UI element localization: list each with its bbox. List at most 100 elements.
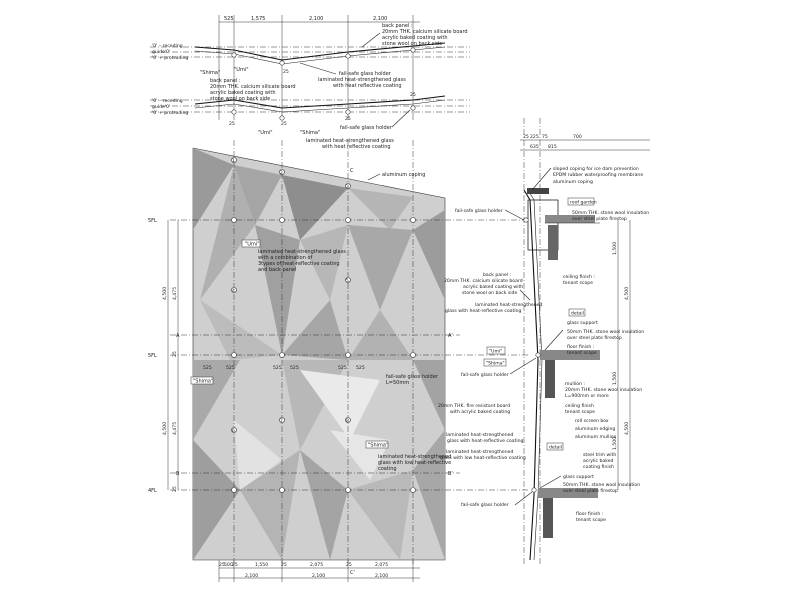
mid-dim: 525 [226, 365, 235, 371]
section-left-note: 20mm THK. fire resistant board [438, 403, 510, 409]
plan1-backpanel-note: stone wool on back side [382, 41, 442, 47]
plan1-left-backpanel-note: acrylic baked coating with [210, 90, 276, 96]
section-note: over steel plate firestop [563, 488, 618, 494]
bottom-dim: 2,100 [245, 573, 258, 579]
section-shima-tag: "Shima" [486, 361, 505, 367]
left-dim: 4,475 [172, 287, 178, 300]
section-left-note: acrylic baked coating with [463, 284, 523, 290]
section-note: glass support [563, 474, 594, 480]
section-dim: 25 [523, 134, 529, 140]
section-note: sloped coping for ice dam prevention [553, 166, 639, 172]
section-note: glass support [567, 320, 598, 326]
umi-note: with a combination of [258, 255, 313, 261]
section-note: aluminum coping [553, 179, 593, 185]
section-left-note: with acrylic baked coating [450, 409, 510, 415]
section-left-note: laminated heat-strengthened [446, 449, 513, 455]
small-dim: 25 [229, 121, 235, 127]
grid-marker: C [350, 168, 354, 174]
left-dim: 4,500 [162, 422, 168, 435]
elevation [170, 140, 530, 565]
bottom-dim: 1,550 [255, 562, 268, 568]
bottom-dim: 25 [219, 562, 225, 568]
shima-tag: "Shima" [193, 379, 213, 385]
umi-tag: "Umi" [245, 242, 260, 248]
shima-note: glass with low heat-reflective [378, 460, 451, 466]
dim-label: 2,100 [309, 16, 323, 22]
mid-dim: 525 [290, 365, 299, 371]
section-note: ceiling finish : [563, 274, 595, 280]
bottom-dim: 2,075 [310, 562, 323, 568]
section-right-dim: 1,500 [612, 242, 618, 255]
section-note: mullion : [565, 381, 585, 387]
umi-note: and back panel [258, 267, 296, 273]
node-number: 7 [280, 418, 283, 424]
node-number: 3 [346, 184, 349, 190]
section-dim: 75 [542, 134, 548, 140]
grid-marker: C' [350, 570, 355, 576]
plan2-label-receding: '0' – receding [152, 98, 183, 104]
section-right-dim: 4,500 [624, 287, 630, 300]
bottom-dim: 25 [281, 562, 287, 568]
plan1-label-protruding: '0' + protruding [152, 55, 188, 61]
section-note: 50mm THK. stone wool insulation [563, 482, 640, 488]
section-note: L=900mm or more [565, 393, 609, 399]
dim-label: 2,100 [373, 16, 387, 22]
level-5fl: 5FL [148, 353, 157, 359]
section-left-note: glass with low heat-reflective coating [440, 455, 526, 461]
plan-one: '0' – receding guide'0' '0' + protruding… [150, 23, 470, 102]
section-left-note: laminated heat-strengthened [475, 302, 542, 308]
plan1-left-backpanel-note: 20mm THK. calcium silicate board [210, 84, 296, 90]
section-note: EPDM rubber waterproofing membrane [553, 172, 643, 178]
section-note: acrylic baked [583, 458, 614, 464]
small-dim: 25 [283, 69, 289, 75]
section-note: 50mm THK. stone wool insulation [567, 329, 644, 335]
dim-label: 525 [224, 16, 234, 22]
section-right-dim: 1,500 [612, 372, 618, 385]
elevation-annotations: aluminum coping "Umi" laminated heat-str… [148, 158, 453, 576]
section-note: detail [571, 311, 584, 317]
plan2-label-protruding: '0' + protruding [152, 110, 188, 116]
mid-dim: 525 [273, 365, 282, 371]
section-dim: 700 [573, 134, 582, 140]
plan1-holder-note: fail-safe glass holder [339, 71, 392, 77]
umi-note: 3types of heat-reflective coating [258, 261, 340, 267]
section-note: roll screen box [575, 418, 609, 424]
dim-label: 1,575 [251, 16, 265, 22]
plan1-left-backpanel-note: back panel : [210, 78, 241, 84]
shima-note: laminated heat-strengthened [378, 454, 451, 460]
section-left-note: glass with heat-reflective coating [447, 438, 524, 444]
grid-marker: B' [448, 471, 453, 477]
section-note: tenant scope [576, 517, 606, 523]
plan1-backpanel-note: acrylic baked coating with [382, 35, 448, 41]
section-left-note: fail-safe glass holder [455, 208, 503, 214]
section-dim: 225 [530, 134, 539, 140]
bottom-dim: 2,100 [312, 573, 325, 579]
coping-note: aluminum coping [382, 172, 425, 178]
section-left-note: fail-safe glass holder [461, 502, 509, 508]
section: 25 225 75 700 635 815 1,500 4,500 1,500 … [520, 118, 650, 565]
bottom-dim: 2,075 [375, 562, 388, 568]
section-dim: 815 [548, 144, 557, 150]
section-right-dim: 4,500 [624, 422, 630, 435]
section-note: floor finish : [576, 511, 604, 517]
section-notes-left: fail-safe glass holder back panel : 20mm… [438, 208, 542, 508]
plan2-holder-note: fail-safe glass holder [340, 125, 393, 131]
section-notes-right: sloped coping for ice dam prevention EPD… [531, 166, 649, 523]
section-note: ceiling finish [565, 403, 594, 409]
bottom-dim: 2,100 [375, 573, 388, 579]
small-dim: 25 [410, 92, 416, 98]
node-number: 4 [232, 288, 235, 294]
section-right-dim: 1,500 [612, 437, 618, 450]
plan2-label-guide: guide'0' [152, 104, 170, 110]
plan1-glass-note: laminated heat-strengthened glass [318, 77, 406, 83]
mid-dim: 525 [203, 365, 212, 371]
left-dim: 25 [172, 351, 178, 357]
plan2-glass-note: with heat reflective coating [322, 144, 391, 150]
grid-marker: A' [448, 333, 453, 339]
section-left-note: laminated heat-strengthened [446, 432, 513, 438]
plan1-label-receding: '0' – receding [152, 43, 183, 49]
section-note: 20mm THK. stone wool insulation [565, 387, 642, 393]
plan2-shima-tag: "Shima" [300, 130, 320, 136]
node-number: 5 [346, 278, 349, 284]
